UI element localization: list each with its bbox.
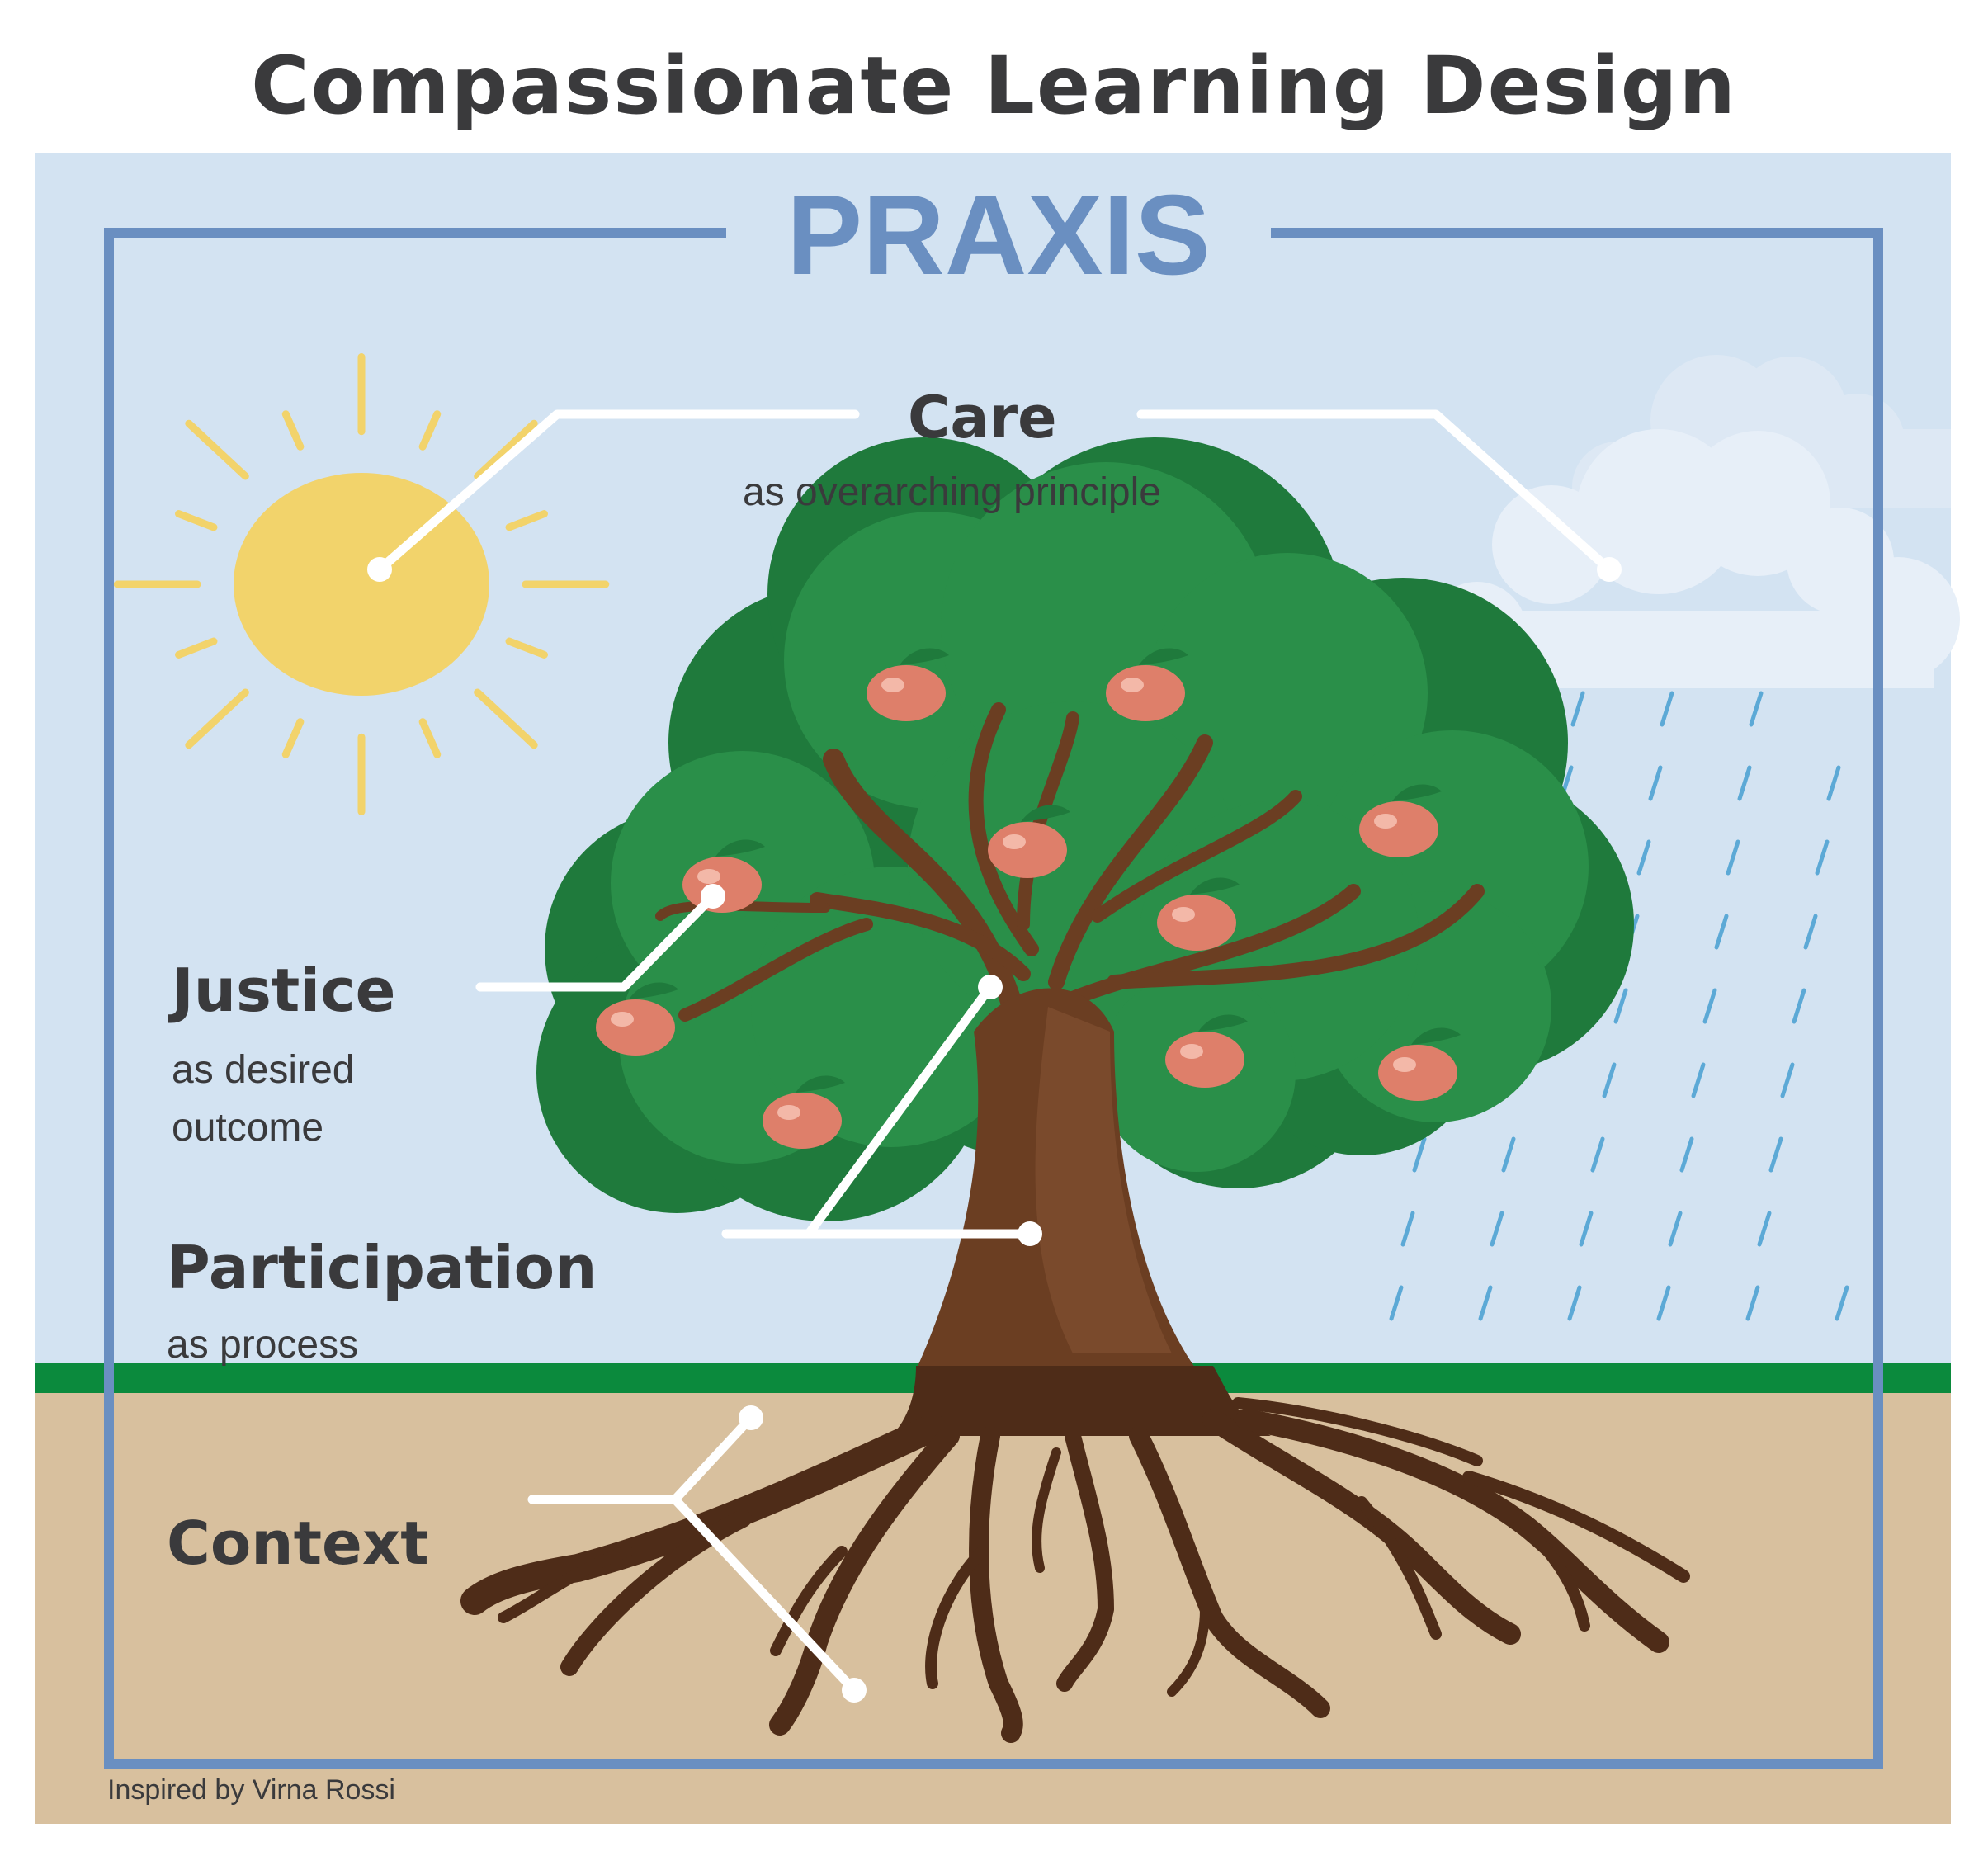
sun-ray (185, 419, 249, 480)
cloud-icon (1428, 355, 1960, 688)
apple (763, 1075, 845, 1149)
callout-lines (375, 409, 1614, 1695)
rain-drop (1570, 691, 1585, 727)
apple (1106, 648, 1188, 721)
rain-drop (1803, 914, 1818, 950)
rain-drop (1490, 1211, 1504, 1247)
apple (596, 982, 678, 1056)
apple (867, 648, 949, 721)
apple (1157, 877, 1240, 951)
callout-dots (367, 557, 1622, 1703)
sun-ray (175, 637, 218, 659)
apple (1378, 1027, 1461, 1101)
rain-drop (1389, 1285, 1404, 1321)
sun-ray (418, 410, 442, 451)
sun-ray (505, 510, 548, 531)
rain-drop (1478, 1285, 1493, 1321)
sun-ray (474, 419, 538, 480)
rain-drop (1636, 839, 1651, 876)
justice-subtext-line1: as desired (172, 1048, 355, 1092)
rain-drops (1389, 691, 1849, 1321)
rain-drop (1792, 988, 1806, 1024)
rain-drop (1745, 1285, 1760, 1321)
rain-drop (1826, 765, 1841, 801)
rain-drop (1757, 1211, 1772, 1247)
tree-roots (460, 1366, 1690, 1743)
page-title: Compassionate Learning Design (251, 40, 1737, 132)
rain-drop (1412, 1136, 1427, 1173)
rain-drop (1815, 839, 1830, 876)
sun-ray (281, 718, 305, 758)
rain-drop (1567, 1285, 1582, 1321)
rain-drop (1702, 988, 1717, 1024)
sun-ray (505, 637, 548, 659)
apple-fruits (596, 648, 1461, 1149)
apple (1165, 1014, 1248, 1088)
context-heading: Context (167, 1509, 429, 1578)
rain-drop (1691, 1062, 1706, 1098)
rain-drop (1679, 1136, 1694, 1173)
care-heading: Care (908, 384, 1057, 451)
justice-heading: Justice (172, 956, 396, 1025)
apple (988, 805, 1070, 878)
justice-subtext-line2: outcome (172, 1106, 324, 1150)
rain-drop (1660, 691, 1674, 727)
rain-drop (1835, 1285, 1849, 1321)
rain-drop (1749, 691, 1764, 727)
rain-drop (1780, 1062, 1795, 1098)
sun-ray (474, 688, 538, 749)
rain-drop (1726, 839, 1740, 876)
rain-drop (1737, 765, 1752, 801)
rain-drop (1648, 765, 1663, 801)
rain-drop (1400, 1211, 1415, 1247)
sun-ray (281, 410, 305, 451)
rain-drop (1501, 1136, 1516, 1173)
participation-subtext: as process (167, 1323, 359, 1367)
sun-ray (418, 718, 442, 758)
sun-icon (113, 353, 610, 815)
rain-drop (1602, 1062, 1617, 1098)
care-subtext: as overarching principle (743, 470, 1161, 514)
credit-text: Inspired by Virna Rossi (107, 1774, 395, 1806)
rain-drop (1714, 914, 1729, 950)
rain-drop (1590, 1136, 1605, 1173)
rain-drop (1656, 1285, 1671, 1321)
rain-drop (1768, 1136, 1783, 1173)
tree-branches (655, 702, 1485, 1026)
participation-heading: Participation (167, 1233, 597, 1302)
praxis-frame (104, 228, 1883, 1769)
sun-ray (185, 688, 249, 749)
praxis-label: PRAXIS (786, 172, 1211, 299)
rain-drop (1613, 988, 1628, 1024)
sun-ray (175, 510, 218, 531)
rain-drop (1579, 1211, 1594, 1247)
apple (1359, 784, 1442, 857)
rain-drop (1668, 1211, 1683, 1247)
